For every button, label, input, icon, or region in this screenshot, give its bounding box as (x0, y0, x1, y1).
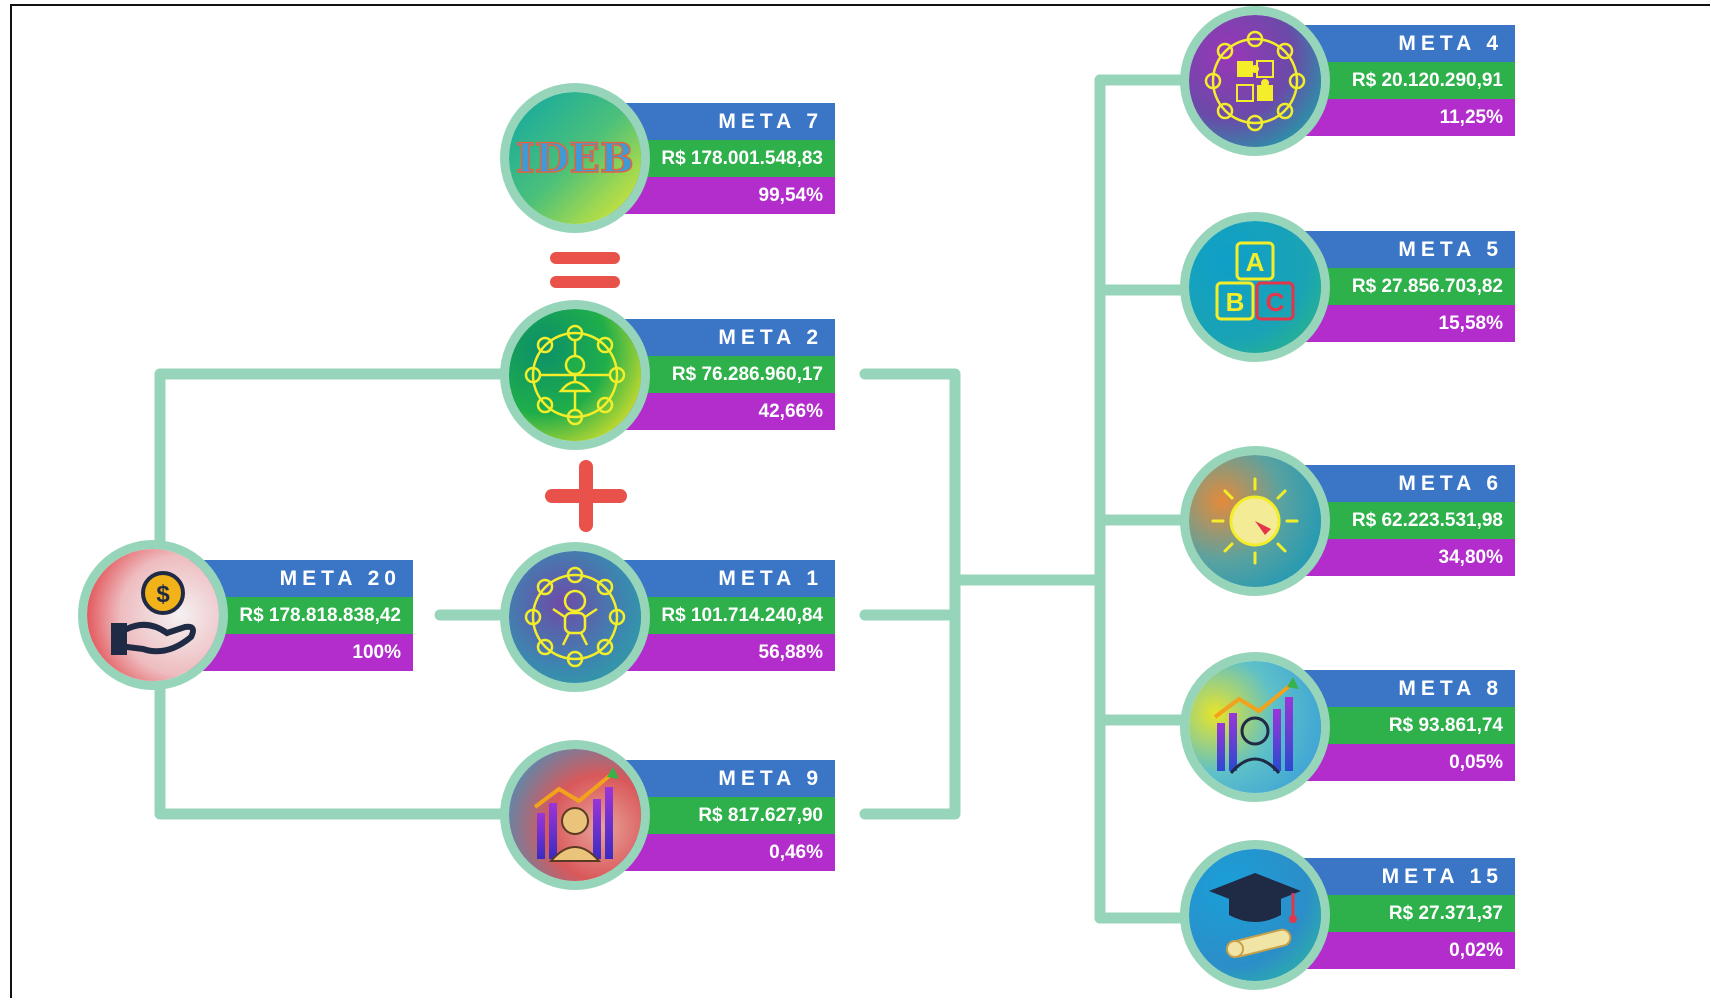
meta-7-node: META 7 R$ 178.001.548,83 99,54% IDEB (500, 83, 900, 243)
meta-20-node: META 20 R$ 178.818.838,42 100% $ (78, 540, 478, 700)
diagram-frame (10, 4, 1710, 998)
meta-6-node: META 6 R$ 62.223.531,98 34,80% (1180, 446, 1580, 606)
meta-5-node: META 5 R$ 27.856.703,82 15,58% A B C (1180, 212, 1580, 372)
abc-blocks-icon: A B C (1180, 212, 1330, 362)
meta-1-node: META 1 R$ 101.714.240,84 56,88% (500, 542, 900, 702)
meta-15-node: META 15 R$ 27.371,37 0,02% (1180, 840, 1580, 1000)
network-baby-icon (500, 542, 650, 692)
meta-8-node: META 8 R$ 93.861,74 0,05% (1180, 652, 1580, 812)
connector-meta20-meta9 (154, 684, 506, 820)
ideb-text: IDEB (516, 135, 634, 182)
meta-1-panel: META 1 R$ 101.714.240,84 56,88% (575, 560, 835, 671)
network-person-icon (500, 300, 650, 450)
svg-text:$: $ (156, 581, 170, 608)
graduation-cap-diploma-icon (1180, 840, 1330, 990)
ideb-logo-icon: IDEB (500, 83, 650, 233)
clock-gauge-icon (1180, 446, 1330, 596)
connector-meta20-meta2 (154, 368, 506, 550)
puzzle-network-icon (1180, 6, 1330, 156)
hand-coin-icon: $ (78, 540, 228, 690)
equals-operator (550, 250, 620, 297)
block-letter: A (1246, 247, 1265, 277)
meta-9-node: META 9 R$ 817.627,90 0,46% (500, 740, 900, 900)
connector-meta2-bus (859, 368, 961, 820)
meta-4-node: META 4 R$ 20.120.290,91 11,25% (1180, 6, 1580, 166)
block-letter: B (1226, 287, 1245, 317)
meta-2-node: META 2 R$ 76.286.960,17 42,66% (500, 300, 900, 460)
plus-operator (545, 460, 627, 537)
block-letter: C (1266, 287, 1285, 317)
growth-chart-person-icon (500, 740, 650, 890)
growth-chart-person-icon (1180, 652, 1330, 802)
